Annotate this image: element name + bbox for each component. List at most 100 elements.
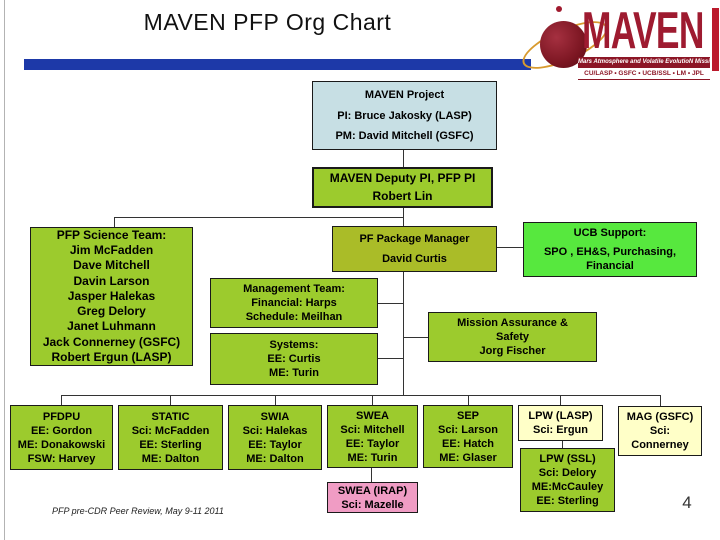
box-line: PI: Bruce Jakosky (LASP): [337, 109, 472, 122]
box-line: EE: Hatch: [442, 437, 494, 450]
connector: [378, 358, 403, 359]
box-line: MAG (GSFC): [626, 411, 694, 423]
box-line: Sci: Mitchell: [340, 423, 405, 436]
box-line: Janet Luhmann: [67, 319, 156, 334]
connector: [403, 217, 404, 226]
box-line: Sci: McFadden: [131, 424, 210, 437]
box-line: ME: Dalton: [246, 452, 304, 465]
maven-logo: MAVEN Mars Atmosphere and Volatile Evolu…: [516, 2, 713, 84]
right-red-bar: [712, 8, 719, 71]
maven-wordmark: MAVEN: [582, 2, 704, 60]
box-line: FSW: Harvey: [27, 452, 96, 465]
box-line: Schedule: Meilhan: [245, 311, 343, 323]
connector: [378, 303, 403, 304]
box-line: SEP: [456, 409, 479, 422]
connector: [114, 217, 115, 227]
box-line: ME: Glaser: [439, 451, 497, 464]
title-accent-bar: [24, 59, 531, 70]
org-box-swea-irap: SWEA (IRAP)Sci: Mazelle: [327, 482, 418, 513]
connector: [562, 441, 563, 449]
box-line: Management Team:: [243, 283, 345, 295]
box-line: Robert Lin: [372, 188, 433, 203]
box-line: ME:McCauley: [531, 481, 604, 493]
connector: [560, 395, 561, 406]
box-line: PF Package Manager: [359, 233, 470, 246]
box-line: Davin Larson: [73, 273, 150, 288]
box-line: LPW (LASP): [528, 410, 593, 422]
box-line: UCB Support:: [573, 227, 647, 239]
connector: [403, 150, 404, 167]
box-line: Sci: Ergun: [532, 424, 588, 436]
box-line: STATIC: [151, 410, 190, 423]
box-line: PM: David Mitchell (GSFC): [335, 129, 474, 142]
box-line: David Curtis: [382, 252, 447, 265]
org-box-ucb-support: UCB Support: SPO , EH&S, Purchasing, Finan…: [523, 222, 697, 277]
box-line: Sci: Halekas: [242, 424, 308, 437]
page-number: 4: [682, 493, 692, 512]
box-line: EE: Sterling: [139, 438, 202, 451]
box-line: Mission Assurance &: [457, 317, 568, 329]
box-line: Safety: [495, 331, 530, 343]
box-line: Jorg Fischer: [479, 345, 546, 357]
connector: [371, 468, 372, 483]
connector: [468, 395, 469, 406]
org-box-mag-gsfc: MAG (GSFC) Sci: Connerney: [618, 406, 702, 456]
box-line: EE: Curtis: [267, 353, 321, 365]
box-line: PFP Science Team:: [56, 228, 167, 243]
connector-bus: [61, 395, 661, 396]
orbit-dot-icon: [556, 6, 562, 12]
box-line: EE: Gordon: [30, 424, 93, 437]
box-line: SWEA: [356, 409, 389, 422]
slide-left-edge-line: [4, 0, 5, 540]
box-line: MAVEN Deputy PI, PFP PI: [329, 171, 476, 186]
box-line: Systems:: [269, 339, 319, 351]
box-line: Dave Mitchell: [73, 258, 150, 273]
box-line: MAVEN Project: [364, 89, 445, 102]
box-line: Connerney: [631, 439, 689, 451]
connector: [403, 272, 404, 395]
box-line: Jasper Halekas: [67, 288, 156, 303]
box-line: ME: Donakowski: [17, 438, 106, 451]
org-box-deputy-pi: MAVEN Deputy PI, PFP PI Robert Lin: [312, 167, 493, 208]
connector: [497, 247, 523, 248]
box-line: ME: Dalton: [141, 452, 200, 465]
box-line: ME: Turin: [347, 451, 398, 464]
box-line: EE: Sterling: [536, 495, 599, 507]
box-line: LPW (SSL): [539, 453, 596, 465]
connector: [403, 208, 404, 217]
box-line: EE: Taylor: [345, 437, 400, 450]
box-line: ME: Turin: [269, 367, 319, 379]
connector: [114, 217, 404, 218]
box-line: Financial: Harps: [251, 297, 337, 309]
box-line: SWEA (IRAP): [337, 484, 408, 497]
box-line: SWIA: [260, 410, 290, 423]
maven-tagline: Mars Atmosphere and Volatile EvolutioN M…: [578, 57, 710, 68]
connector: [372, 395, 373, 406]
box-line: Greg Delory: [77, 304, 146, 319]
box-line: Robert Ergun (LASP): [51, 349, 172, 364]
connector: [61, 395, 62, 406]
connector: [170, 395, 171, 406]
box-line: Sci:: [649, 425, 671, 437]
box-line: Sci: Larson: [438, 423, 498, 436]
box-line: Jack Connerney (GSFC): [42, 334, 181, 349]
connector: [275, 395, 276, 406]
page-title: MAVEN PFP Org Chart: [143, 9, 392, 35]
box-line: Financial: [586, 260, 634, 272]
box-line: Sci: Mazelle: [341, 498, 404, 511]
footer-text: PFP pre-CDR Peer Review, May 9-11 2011: [52, 506, 224, 516]
box-line: Sci: Delory: [538, 467, 597, 479]
box-line: Jim McFadden: [69, 243, 154, 258]
box-line: SPO , EH&S, Purchasing,: [543, 246, 677, 258]
maven-partners: CU/LASP • GSFC • UCB/SSL • LM • JPL: [578, 70, 710, 80]
